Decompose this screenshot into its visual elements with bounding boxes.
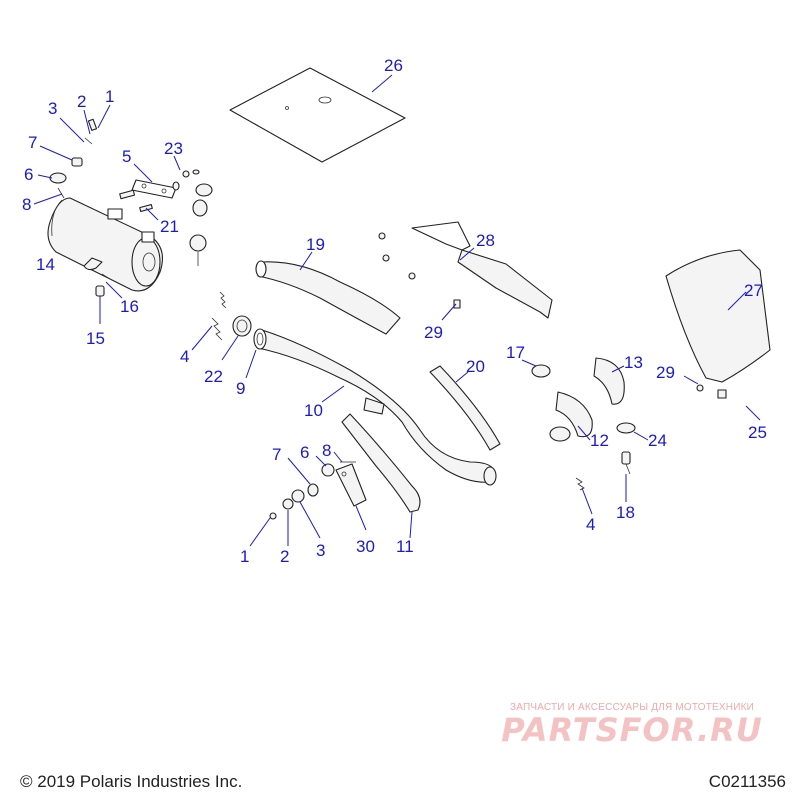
figure-code: C0211356 <box>708 772 786 791</box>
callout-6: 6 <box>24 165 33 184</box>
part-17-gasket <box>531 364 551 378</box>
watermark: ЗАПЧАСТИ И АКСЕССУАРЫ ДЛЯ МОТОТЕХНИКИ PA… <box>482 702 782 747</box>
callout-25: 25 <box>748 423 767 442</box>
hardware-small-left <box>49 118 213 297</box>
callout-27: 27 <box>744 281 763 300</box>
callout-6-lower: 6 <box>300 443 309 462</box>
part-28-top-shield <box>378 221 553 319</box>
part-20-heat-shield <box>429 365 501 451</box>
callout-9: 9 <box>236 379 245 398</box>
callout-4: 4 <box>180 347 189 366</box>
part-5-bracket <box>131 179 177 199</box>
callout-7-lower: 7 <box>272 445 281 464</box>
callout-23: 23 <box>164 139 183 158</box>
watermark-brand: PARTSFOR.RU <box>501 711 763 749</box>
part-18-sensor <box>621 451 631 475</box>
callout-29-right: 29 <box>656 363 675 382</box>
callout-7: 7 <box>28 133 37 152</box>
callout-28: 28 <box>476 231 495 250</box>
part-26-heat-shield-plate <box>229 67 406 163</box>
callout-8-lower: 8 <box>322 441 331 460</box>
callout-24: 24 <box>648 431 667 450</box>
callout-18: 18 <box>616 503 635 522</box>
callout-22: 22 <box>204 367 223 386</box>
part-30-bracket <box>335 463 367 507</box>
callout-3-lower: 3 <box>316 541 325 560</box>
callout-30: 30 <box>356 537 375 556</box>
callout-11: 11 <box>396 537 414 556</box>
callout-1: 1 <box>105 87 114 106</box>
callout-12: 12 <box>590 431 609 450</box>
callout-10: 10 <box>304 401 323 420</box>
callout-21: 21 <box>160 217 179 236</box>
callout-20: 20 <box>466 357 485 376</box>
callout-17: 17 <box>506 343 525 362</box>
part-10-exhaust-pipe <box>253 328 497 486</box>
callout-15: 15 <box>86 329 105 348</box>
part-24-sleeve <box>616 422 636 434</box>
part-22-gasket <box>232 315 252 337</box>
part-4-spring-left <box>211 291 227 341</box>
part-14-muffler <box>47 197 163 292</box>
callout-3: 3 <box>48 99 57 118</box>
callout-labels: 26 3 2 1 7 6 8 5 23 21 14 16 15 19 28 29… <box>22 56 767 566</box>
callout-26: 26 <box>384 56 403 75</box>
hardware-small-lower <box>269 461 356 520</box>
part-4-spring-right <box>575 477 585 491</box>
part-19-header-pipe <box>255 260 401 335</box>
callout-2: 2 <box>77 92 86 111</box>
callout-5: 5 <box>122 147 131 166</box>
watermark-tagline: ЗАПЧАСТИ И АКСЕССУАРЫ ДЛЯ МОТОТЕХНИКИ <box>509 702 755 713</box>
callout-19: 19 <box>306 235 325 254</box>
callout-29: 29 <box>424 323 443 342</box>
callout-16: 16 <box>120 297 139 316</box>
callout-2-lower: 2 <box>280 547 289 566</box>
copyright-notice: © 2019 Polaris Industries Inc. <box>20 772 243 791</box>
callout-8: 8 <box>22 195 31 214</box>
part-12-elbow <box>549 391 593 442</box>
callout-13: 13 <box>624 353 643 372</box>
callout-1-lower: 1 <box>240 547 249 566</box>
part-13-elbow <box>593 357 625 405</box>
part-11-lower-shield <box>341 413 421 513</box>
callout-14: 14 <box>36 255 55 274</box>
callout-4-right: 4 <box>586 515 595 534</box>
leader-lines <box>33 74 761 547</box>
part-27-skid-shield <box>665 249 771 399</box>
